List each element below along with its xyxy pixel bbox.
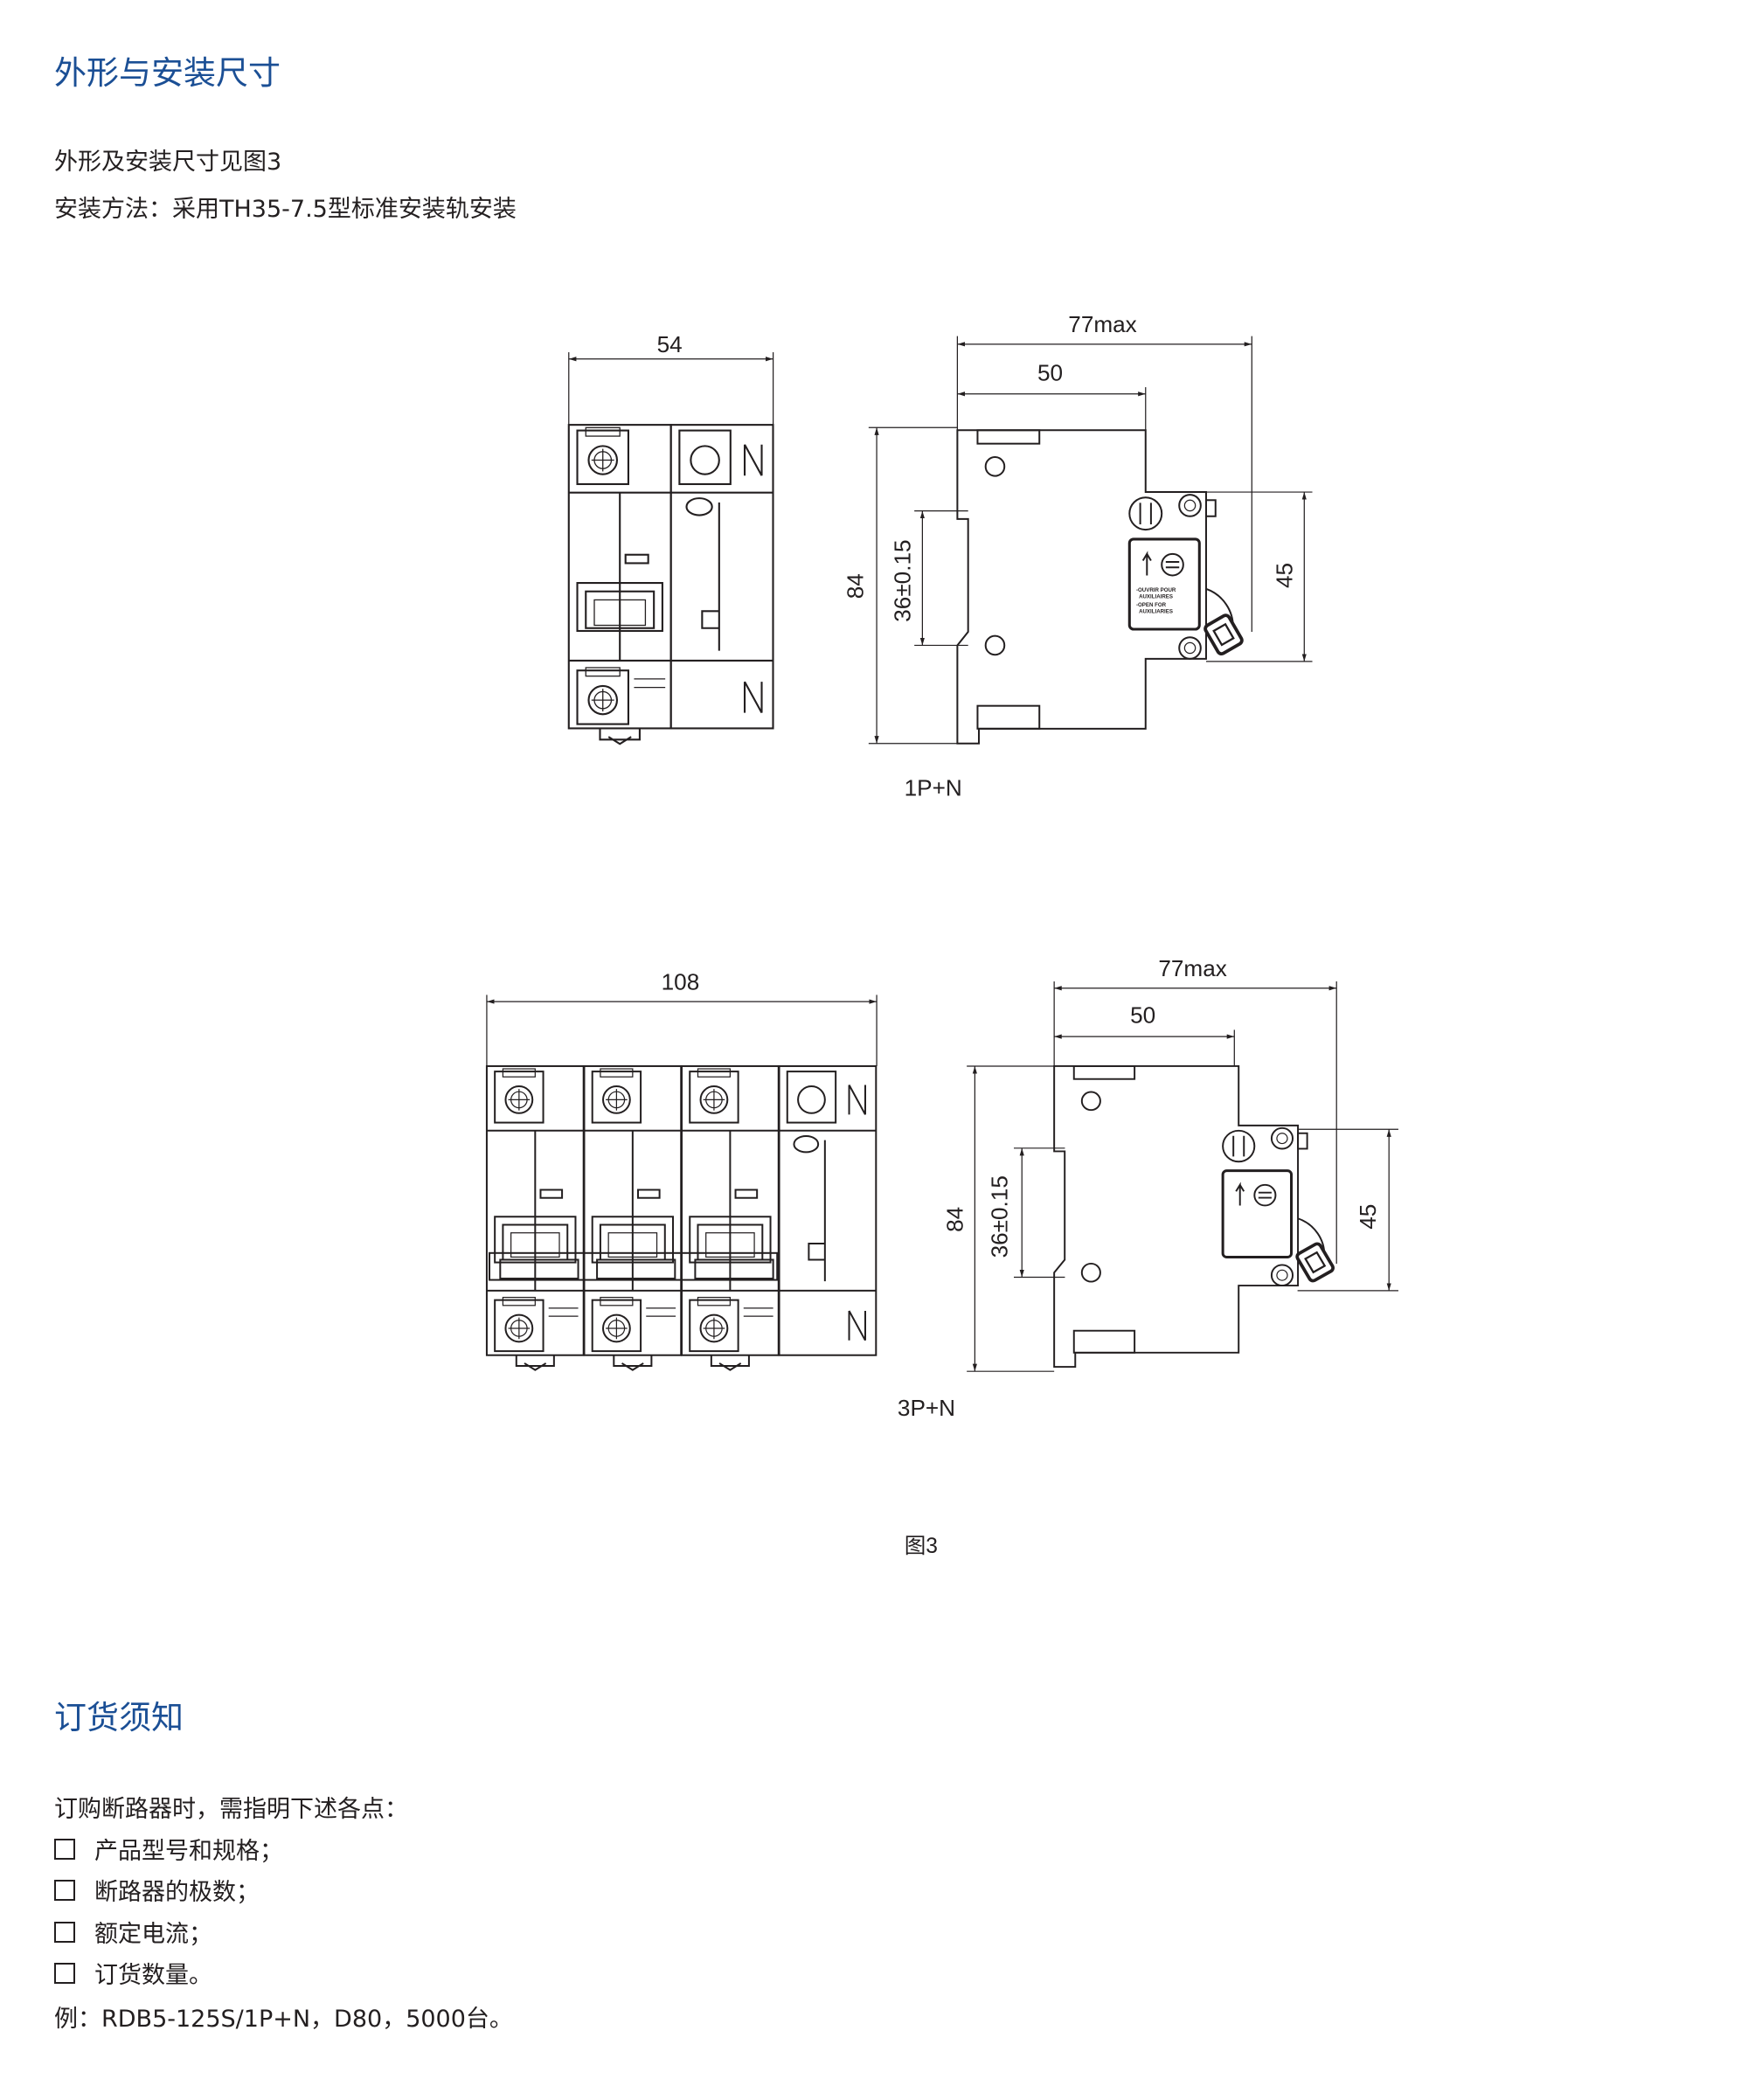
dim-front-height-1p: 45: [1271, 563, 1297, 588]
caption-1p: 1P+N: [905, 775, 962, 801]
dim-front-height-3p: 45: [1355, 1204, 1381, 1230]
dim-depth-3p: 50: [1130, 1002, 1155, 1029]
dim-width-3p: 108: [662, 968, 700, 995]
list-item-text: 断路器的极数；: [94, 1879, 260, 1906]
pole-n: [669, 424, 774, 730]
section-title-dimensions: 外形与安装尺寸: [54, 54, 281, 92]
dim-width-1p: 54: [657, 331, 683, 357]
pole-1: [487, 1066, 584, 1370]
installation-method: 安装方法：采用TH35-7.5型标准安装轨安装: [54, 196, 517, 223]
pole-3: [682, 1066, 779, 1370]
aux-label-3: -OPEN FOR: [1136, 602, 1167, 608]
dim-rail-3p: 36±0.15: [986, 1175, 1012, 1258]
checkbox[interactable]: [54, 1838, 75, 1860]
list-item-text: 订货数量。: [94, 1962, 212, 1989]
aux-label-2: AUXILIAIRES: [1139, 594, 1173, 600]
aux-label-4: AUXILIARIES: [1139, 609, 1173, 615]
list-item-text: 额定电流；: [94, 1921, 212, 1948]
side-view-1p: -OUVRIR POUR AUXILIAIRES -OPEN FOR AUXIL…: [843, 311, 1313, 745]
checkbox[interactable]: [54, 1962, 75, 1984]
list-item: 订货数量。: [54, 1956, 212, 1990]
dimension-note: 外形及安装尺寸见图3: [54, 149, 282, 176]
dim-depth-max-1p: 77max: [1068, 311, 1136, 337]
dim-depth-max-3p: 77max: [1158, 955, 1226, 981]
list-item-text: 产品型号和规格；: [94, 1838, 283, 1865]
figure-caption: 图3: [905, 1535, 938, 1558]
list-item: 断路器的极数；: [54, 1873, 260, 1907]
aux-label-1: -OUVRIR POUR: [1136, 587, 1176, 593]
dim-height-1p: 84: [843, 573, 869, 599]
ordering-example: 例：RDB5-125S/1P+N，D80，5000台。: [54, 2006, 513, 2033]
dim-depth-1p: 50: [1037, 359, 1063, 385]
checkbox[interactable]: [54, 1879, 75, 1901]
pole-1: [569, 425, 671, 744]
caption-3p: 3P+N: [898, 1395, 955, 1421]
list-item: 产品型号和规格；: [54, 1832, 283, 1866]
list-item: 额定电流；: [54, 1915, 212, 1949]
dim-height-3p: 84: [942, 1207, 968, 1232]
checkbox[interactable]: [54, 1921, 75, 1943]
side-view-3p: 77max 50 84 36±0.15 45: [942, 955, 1398, 1372]
dim-rail-1p: 36±0.15: [890, 539, 916, 621]
ordering-intro: 订购断路器时，需指明下述各点：: [54, 1796, 408, 1823]
front-view-3p: 108: [487, 968, 877, 1369]
section-title-ordering: 订货须知: [54, 1699, 184, 1736]
pole-n: [778, 1064, 877, 1356]
pole-2: [584, 1066, 681, 1370]
front-view-1p: 54: [569, 331, 774, 744]
